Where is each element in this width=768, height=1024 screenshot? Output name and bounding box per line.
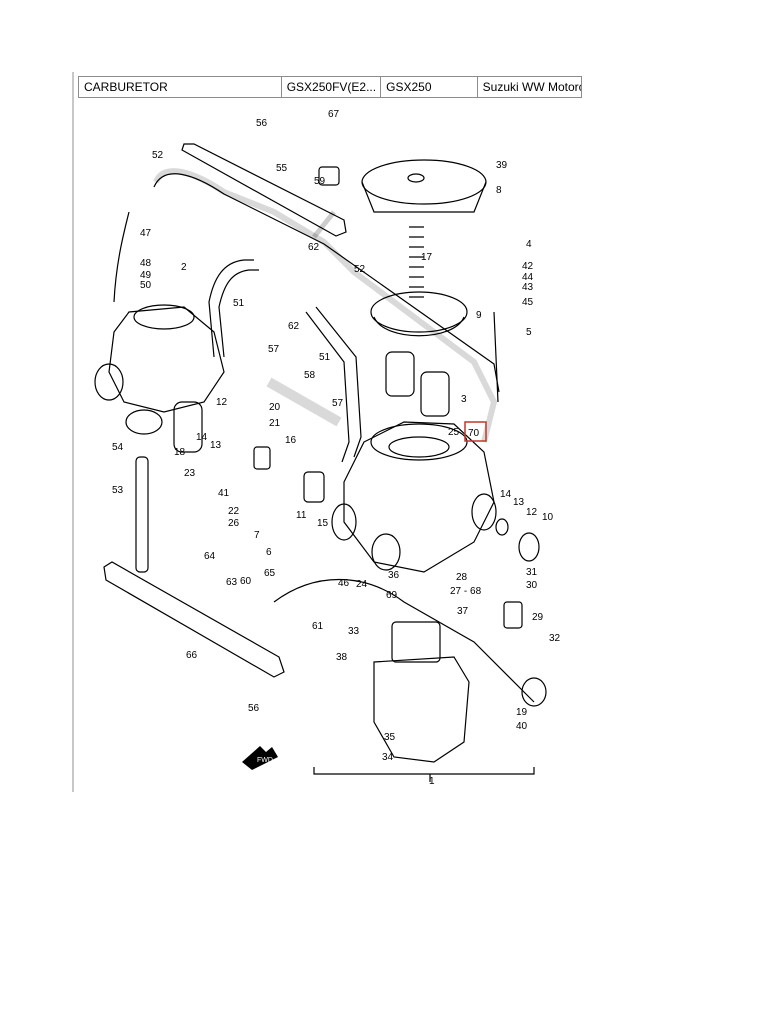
callout-label[interactable]: 47: [140, 228, 152, 239]
highlight-box: [464, 421, 487, 442]
callout-label[interactable]: 62: [308, 242, 320, 253]
callout-label[interactable]: 43: [522, 282, 534, 293]
callout-label[interactable]: 11: [296, 510, 307, 521]
section-name-cell[interactable]: CARBURETOR: [79, 77, 282, 97]
callout-label[interactable]: 48: [140, 258, 152, 269]
callout-label[interactable]: 19: [516, 707, 528, 718]
callout-label[interactable]: 51: [233, 298, 245, 309]
callout-label[interactable]: 10: [542, 512, 554, 523]
callout-label[interactable]: 20: [269, 402, 281, 413]
highlight-label: 70: [468, 428, 480, 439]
callout-label[interactable]: 52: [354, 264, 366, 275]
callout-label[interactable]: 57: [332, 398, 344, 409]
callout-label[interactable]: 25: [448, 427, 460, 438]
callout-label[interactable]: 69: [386, 590, 398, 601]
callout-label[interactable]: 64: [204, 551, 216, 562]
callout-label[interactable]: 35: [384, 732, 396, 743]
callout-label[interactable]: 3: [461, 394, 467, 405]
callout-label[interactable]: 67: [328, 109, 340, 120]
callout-label[interactable]: 23: [184, 468, 196, 479]
callout-label[interactable]: 62: [288, 321, 300, 332]
parts-viewer-window: CARBURETOR GSX250FV(E2... GSX250 Suzuki …: [72, 72, 582, 792]
callout-label[interactable]: 8: [496, 185, 502, 196]
callout-label[interactable]: 13: [210, 440, 222, 451]
callout-label[interactable]: 39: [496, 160, 508, 171]
callout-label[interactable]: 22: [228, 506, 240, 517]
callout-label[interactable]: 57: [268, 344, 280, 355]
callout-label[interactable]: 45: [522, 297, 534, 308]
callout-label[interactable]: 36: [388, 570, 400, 581]
callout-label[interactable]: 54: [112, 442, 124, 453]
fwd-text: FWD: [257, 757, 273, 764]
callout-label[interactable]: 58: [304, 370, 316, 381]
model-code-cell[interactable]: GSX250FV(E2...: [282, 77, 382, 97]
callout-label[interactable]: 59: [314, 176, 326, 187]
callout-label[interactable]: 14: [500, 489, 512, 500]
callout-label[interactable]: 1: [429, 776, 435, 787]
callout-label[interactable]: 17: [421, 252, 433, 263]
callout-label[interactable]: 34: [382, 752, 394, 763]
highlighted-part-70[interactable]: 70: [464, 421, 487, 442]
callout-label[interactable]: 50: [140, 280, 152, 291]
callout-label[interactable]: 4: [526, 239, 532, 250]
callout-label[interactable]: 7: [254, 530, 260, 541]
callout-label[interactable]: 5: [526, 327, 532, 338]
callout-label[interactable]: 27 - 68: [450, 586, 482, 597]
callout-label[interactable]: 2: [181, 262, 187, 273]
callout-label[interactable]: 9: [476, 310, 482, 321]
source-cell[interactable]: Suzuki WW Motorc: [482, 80, 581, 94]
callout-label[interactable]: 53: [112, 485, 124, 496]
callout-label[interactable]: 56: [248, 703, 260, 714]
callout-label[interactable]: 24: [356, 579, 368, 590]
callout-label[interactable]: 46: [338, 578, 350, 589]
callout-label[interactable]: 37: [457, 606, 469, 617]
callout-label[interactable]: 14: [196, 432, 208, 443]
callout-label[interactable]: 6: [266, 547, 272, 558]
callout-label[interactable]: 42: [522, 261, 534, 272]
callout-label[interactable]: 33: [348, 626, 360, 637]
callout-label[interactable]: 40: [516, 721, 528, 732]
callout-label[interactable]: 63: [226, 577, 238, 588]
callout-label[interactable]: 12: [526, 507, 538, 518]
diagram-linework: [94, 143, 547, 782]
callout-label[interactable]: 29: [532, 612, 544, 623]
callout-label[interactable]: 51: [319, 352, 331, 363]
callout-label[interactable]: 41: [218, 488, 230, 499]
callouts-group: 1 2 3 4 5 6 7 8 9 10 11 12 12 13 13 14 1…: [112, 109, 561, 787]
callout-label[interactable]: 44: [522, 272, 534, 283]
callout-label[interactable]: 61: [312, 621, 324, 632]
callout-label[interactable]: 56: [256, 118, 268, 129]
callout-label[interactable]: 13: [513, 497, 525, 508]
callout-label[interactable]: 65: [264, 568, 276, 579]
callout-label[interactable]: 60: [240, 576, 252, 587]
diagram-header-row: CARBURETOR GSX250FV(E2... GSX250 Suzuki …: [78, 76, 582, 98]
callout-label[interactable]: 32: [549, 633, 561, 644]
callout-label[interactable]: 18: [174, 447, 186, 458]
callout-label[interactable]: 30: [526, 580, 538, 591]
carburetor-exploded-diagram: FWD 70 1 2 3 4 5 6 7 8 9 10 11 12 12 13 …: [94, 109, 561, 787]
callout-label[interactable]: 38: [336, 652, 348, 663]
callout-label[interactable]: 21: [269, 418, 281, 429]
callout-label[interactable]: 28: [456, 572, 468, 583]
callout-label[interactable]: 15: [317, 518, 329, 529]
callout-label[interactable]: 66: [186, 650, 198, 661]
callout-label[interactable]: 31: [526, 567, 538, 578]
callout-label[interactable]: 49: [140, 270, 152, 281]
forward-arrow-icon: FWD: [242, 746, 278, 770]
model-name-cell[interactable]: GSX250: [381, 77, 478, 97]
callout-label[interactable]: 55: [276, 163, 288, 174]
callout-label[interactable]: 16: [285, 435, 297, 446]
callout-label[interactable]: 12: [216, 397, 228, 408]
callout-label[interactable]: 26: [228, 518, 240, 529]
callout-label[interactable]: 52: [152, 150, 164, 161]
